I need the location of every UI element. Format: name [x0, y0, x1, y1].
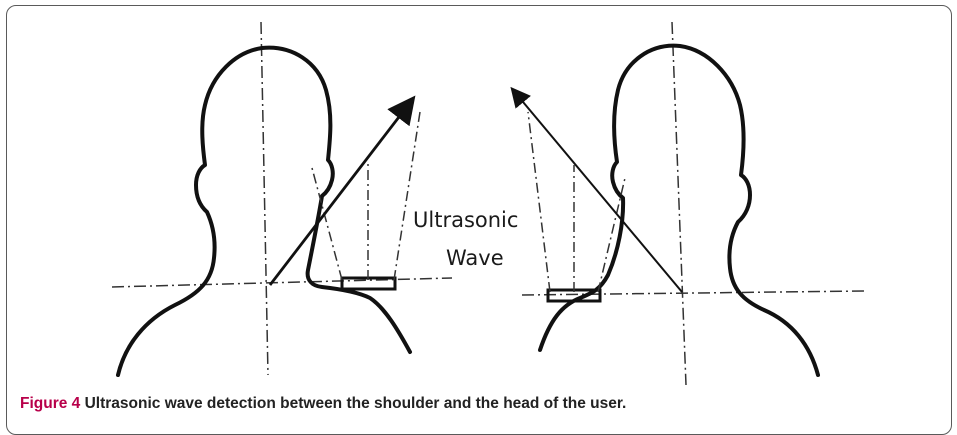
right-head-silhouette — [540, 46, 818, 375]
wave-label: Wave — [446, 248, 504, 269]
left-arrow — [270, 100, 412, 285]
left-head-silhouette — [118, 48, 410, 375]
caption-figure-number: Figure 4 — [20, 395, 80, 412]
right-wave-line-1 — [528, 112, 550, 292]
figure-caption: Figure 4 Ultrasonic wave detection betwe… — [20, 395, 626, 413]
left-wave-line-3 — [394, 112, 420, 280]
left-vertical-axis — [261, 22, 268, 375]
caption-text: Ultrasonic wave detection between the sh… — [85, 395, 627, 412]
right-figure — [513, 22, 866, 385]
ultrasonic-label: Ultrasonic — [413, 210, 518, 231]
left-figure — [112, 22, 452, 375]
right-vertical-axis — [672, 22, 686, 385]
left-horizontal-axis — [112, 278, 452, 287]
